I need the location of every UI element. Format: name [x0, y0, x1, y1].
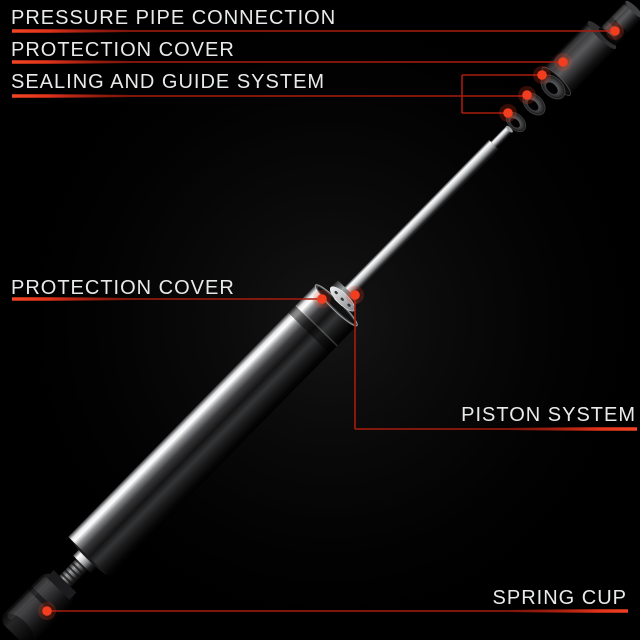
callout-dot-spring-cup [38, 602, 56, 620]
label-piston-system: PISTON SYSTEM [461, 404, 636, 426]
main-cylinder-part [68, 284, 358, 578]
callout-dot-seal-ring-1 [533, 66, 551, 84]
callout-dot-seal-ring-2 [518, 86, 536, 104]
piston-head-part [329, 281, 361, 312]
piston-rod-part [333, 125, 513, 309]
label-protection-cover-mid: PROTECTION COVER [11, 277, 235, 299]
callout-dot-protection-cover-mid [313, 290, 331, 308]
leader-line-sealing-and-guide-system [12, 74, 539, 114]
threaded-stud-part [59, 548, 98, 587]
label-pressure-pipe-connection: PRESSURE PIPE CONNECTION [11, 7, 337, 29]
label-sealing-and-guide-system: SEALING AND GUIDE SYSTEM [11, 71, 326, 93]
label-underlines [12, 29, 637, 613]
callout-dot-pressure-pipe-connection [606, 22, 624, 40]
label-spring-cup: SPRING CUP [492, 587, 627, 609]
callout-dots [38, 22, 624, 620]
callout-dot-piston-system [346, 286, 364, 304]
label-protection-cover-top: PROTECTION COVER [11, 39, 235, 61]
gas-spring-assembly [2, 20, 617, 640]
callout-dot-seal-ring-3 [499, 104, 517, 122]
callout-dot-protection-cover-top [554, 53, 572, 71]
